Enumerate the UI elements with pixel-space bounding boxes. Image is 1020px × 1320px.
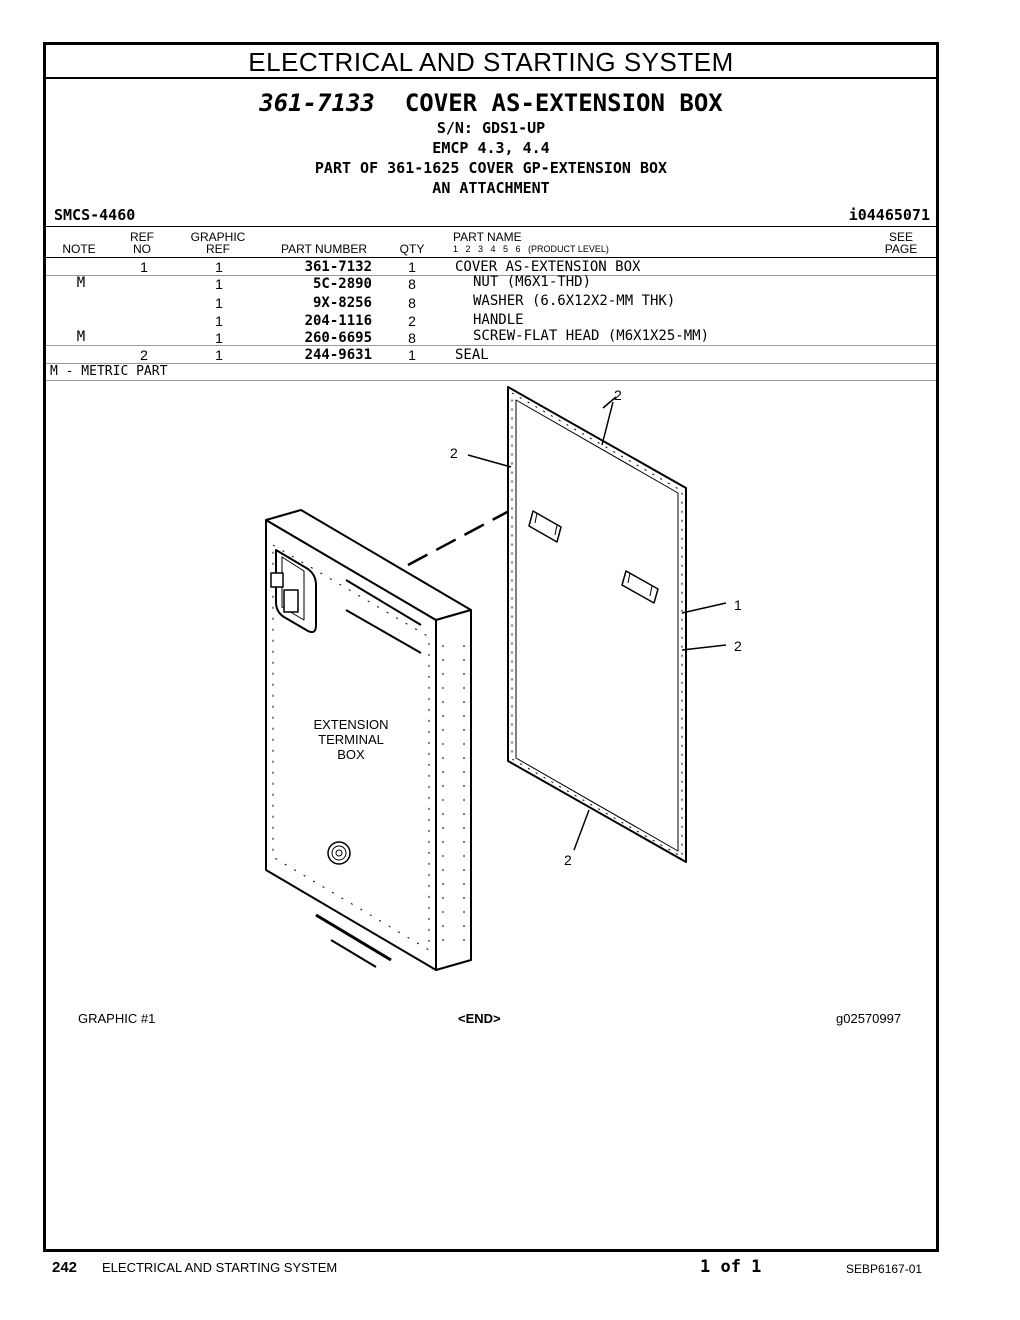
end-marker: <END>: [458, 1011, 501, 1026]
smcs-code: SMCS-4460: [54, 206, 136, 224]
row-name: NUT (M6X1-THD): [473, 274, 592, 290]
callout-right-2: 2: [734, 638, 742, 654]
col-ref-line2: NO: [133, 242, 151, 256]
box-label-line1: EXTENSION: [313, 717, 388, 732]
metric-rule: [46, 380, 936, 381]
row-qty: 8: [408, 330, 416, 346]
row-note: M: [76, 275, 86, 291]
graphic-id: g02570997: [836, 1011, 902, 1026]
row-graphic: 1: [215, 276, 223, 292]
row-note: M: [76, 329, 86, 345]
document-id: SEBP6167-01: [846, 1262, 923, 1276]
row-graphic: 1: [215, 313, 223, 329]
row-qty: 8: [408, 295, 416, 311]
part-of-line: PART OF 361-1625 COVER GP-EXTENSION BOX: [314, 159, 668, 177]
row-name: COVER AS-EXTENSION BOX: [455, 259, 641, 275]
col-note: NOTE: [62, 242, 96, 256]
row-name: WASHER (6.6X12X2-MM THK): [473, 293, 676, 309]
col-ref: REF NO: [122, 231, 162, 255]
table-top-rule: [46, 226, 936, 227]
row-ref: 2: [140, 347, 148, 363]
graphic-label: GRAPHIC #1: [78, 1011, 156, 1026]
row-qty: 1: [408, 259, 416, 275]
col-qty: QTY: [399, 242, 425, 256]
col-see-line1: SEE: [888, 230, 913, 244]
callout-left: 2: [450, 445, 458, 461]
row-rule: [46, 345, 936, 346]
row-rule: [46, 363, 936, 364]
box-label-line3: BOX: [337, 747, 365, 762]
callout-right-1: 1: [734, 597, 742, 613]
page-number: 242: [52, 1259, 78, 1276]
col-ref-line1: REF: [130, 230, 154, 244]
metric-note: M - METRIC PART: [50, 364, 168, 379]
row-part-number: 361-7132: [304, 259, 372, 275]
header-rule: [46, 257, 936, 258]
assembly-title: 361-7133 COVER AS-EXTENSION BOX: [46, 89, 936, 117]
assembly-part-name: COVER AS-EXTENSION BOX: [404, 89, 723, 117]
callout-bottom: 2: [564, 852, 572, 868]
row-qty: 2: [408, 313, 416, 329]
col-graphic: GRAPHIC REF: [188, 231, 248, 255]
serial-line: S/N: GDS1-UP: [436, 119, 546, 137]
col-part-number: PART NUMBER: [280, 242, 367, 256]
row-part-number: 5C-2890: [312, 276, 372, 292]
footer-section: ELECTRICAL AND STARTING SYSTEM: [102, 1260, 338, 1275]
row-graphic: 1: [215, 295, 223, 311]
row-part-number: 244-9631: [304, 347, 372, 363]
col-graphic-line2: REF: [206, 242, 230, 256]
row-qty: 8: [408, 276, 416, 292]
row-name: SEAL: [455, 347, 489, 363]
page-count: 1 of 1: [700, 1257, 762, 1277]
row-name: SCREW-FLAT HEAD (M6X1X25-MM): [473, 328, 710, 344]
row-part-number: 260-6695: [304, 330, 372, 346]
illustration-id: i04465071: [848, 206, 930, 224]
col-product-level: 1 2 3 4 5 6 (PRODUCT LEVEL): [453, 244, 609, 254]
callout-top: 2: [614, 387, 622, 403]
emcp-line: EMCP 4.3, 4.4: [432, 139, 550, 157]
col-graphic-line1: GRAPHIC: [190, 230, 246, 244]
row-qty: 1: [408, 347, 416, 363]
row-graphic: 1: [215, 330, 223, 346]
box-label-line2: TERMINAL: [318, 732, 384, 747]
row-graphic: 1: [215, 347, 223, 363]
row-rule: [46, 275, 936, 276]
section-title: ELECTRICAL AND STARTING SYSTEM: [46, 45, 936, 79]
attachment-line: AN ATTACHMENT: [432, 179, 550, 197]
row-ref: 1: [140, 259, 148, 275]
col-see-page: SEE PAGE: [876, 231, 926, 255]
row-part-number: 9X-8256: [312, 295, 372, 311]
assembly-part-number: 361-7133: [259, 89, 375, 117]
row-part-number: 204-1116: [304, 313, 372, 329]
row-graphic: 1: [215, 259, 223, 275]
col-see-line2: PAGE: [884, 242, 918, 256]
col-part-name: PART NAME: [453, 230, 522, 244]
row-name: HANDLE: [473, 312, 524, 328]
exploded-view-drawing: EXTENSION TERMINAL BOX 2 2 1 2 2: [265, 386, 742, 971]
